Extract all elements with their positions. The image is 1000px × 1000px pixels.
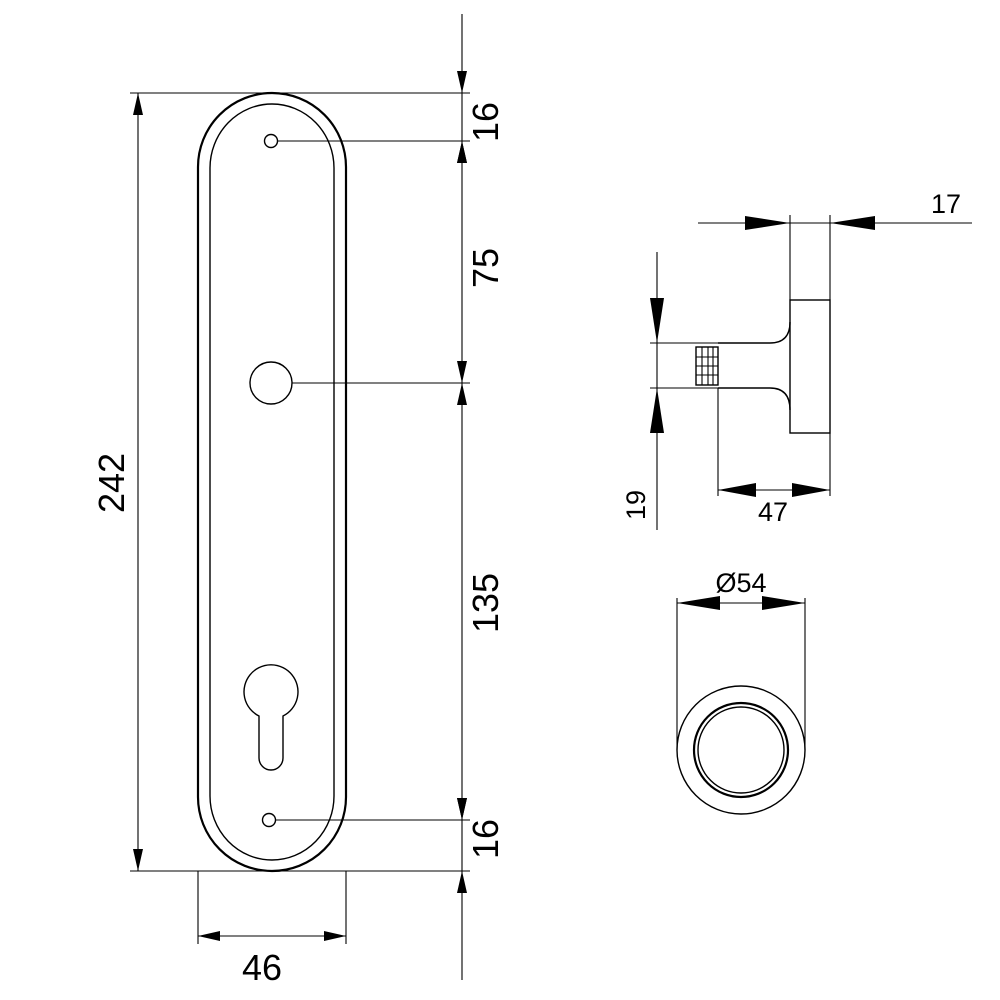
dimension-knob-projection: 47 — [717, 388, 831, 527]
spindle-size-label: 19 — [621, 490, 651, 520]
knob-neck-flare — [769, 321, 791, 344]
top-screw-hole — [263, 133, 279, 149]
handle-spindle-hole — [249, 361, 293, 405]
dimension-rose-diameter: Ø54 — [676, 568, 806, 750]
knob-neck-flare-lower — [769, 387, 791, 411]
plate-width-label: 46 — [242, 947, 282, 988]
dimension-plate-height: 242 — [91, 92, 470, 872]
dimension-rose-thickness: 17 — [698, 189, 972, 300]
plate-inner-edge — [209, 103, 335, 861]
bottom-screw-hole — [261, 812, 277, 828]
top-offset-label: 16 — [465, 102, 506, 142]
dimension-spindle: 19 — [621, 252, 718, 530]
handle-to-cylinder-label: 135 — [465, 573, 506, 633]
spindle-end — [695, 346, 719, 386]
dimension-chain-vertical: 16 75 135 16 — [345, 14, 506, 980]
rose-diameter-label: Ø54 — [715, 568, 766, 598]
knob-inner-circle — [692, 701, 790, 799]
knob-side-view — [695, 299, 831, 434]
plate-outline — [196, 91, 348, 873]
plate-height-label: 242 — [91, 453, 132, 513]
dimension-plate-width: 46 — [197, 871, 347, 988]
rose-front-view — [676, 685, 806, 815]
knob-projection-label: 47 — [758, 497, 788, 527]
rose-outer-circle — [676, 685, 806, 815]
screw-to-handle-label: 75 — [465, 248, 506, 288]
euro-cylinder-keyhole — [243, 664, 299, 771]
rose-thickness-label: 17 — [931, 189, 961, 219]
bottom-offset-label: 16 — [465, 819, 506, 859]
knob-inner-ring — [697, 706, 785, 794]
back-plate-front-view — [196, 91, 470, 873]
knob-rose — [789, 299, 831, 434]
